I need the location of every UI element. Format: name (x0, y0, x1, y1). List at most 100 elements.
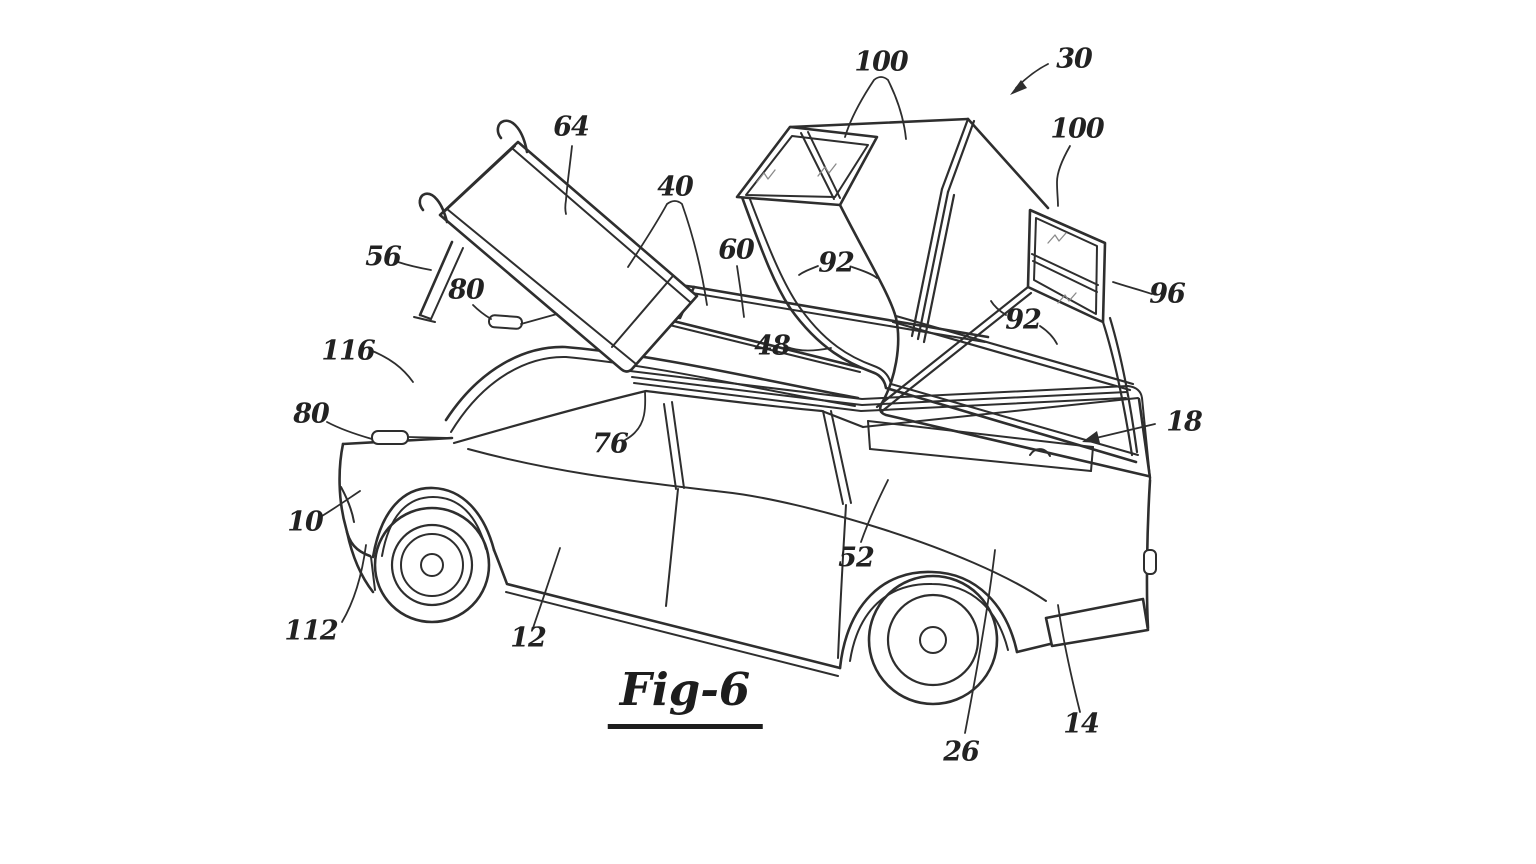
front-lower-valance (345, 530, 375, 594)
front-hub (420, 553, 444, 577)
leader-lines (321, 63, 1156, 734)
belt-line (452, 389, 865, 445)
leader-52 (860, 479, 889, 543)
ref-label-116-hood: 116 (321, 335, 375, 367)
bed-inner-wall-bottom (869, 448, 1092, 472)
ref-label-92-left-pole: 92 (818, 247, 855, 279)
tent-center-fold-3 (922, 193, 956, 344)
support-leg-foot (413, 316, 436, 323)
leader-10 (321, 490, 361, 517)
support-leg (418, 240, 454, 317)
leader-48 (786, 346, 832, 352)
tent-front-pole (740, 195, 1138, 464)
front-fascia (338, 442, 372, 558)
panel-top-rail-inner (512, 148, 691, 303)
ref-label-30-tent-assembly: 30 (1056, 43, 1093, 75)
arrowhead-30 (1010, 80, 1027, 95)
panel-bottom-rail-inner (446, 208, 637, 365)
leader-56 (397, 261, 432, 271)
rear-hub (919, 626, 947, 654)
rear-quarter-latch (1143, 549, 1157, 575)
bed-side-top-edge (862, 397, 1139, 428)
bed-inner-wall-right (1090, 446, 1094, 472)
tent-ridge-right (966, 117, 1050, 210)
panel-hook-top (496, 119, 529, 154)
leader-14 (1057, 604, 1081, 713)
leader-112 (341, 544, 367, 623)
ref-label-96-window-frame: 96 (1149, 278, 1186, 310)
door-crease (467, 448, 1047, 602)
rear-tire (867, 574, 999, 706)
leader-92-left (798, 265, 878, 279)
bed-rail-1 (629, 370, 1151, 479)
tent-center-fold-2 (916, 190, 950, 341)
ref-label-80-upper-latch: 80 (448, 274, 485, 306)
tent-ridge-left (788, 117, 970, 129)
front-rim-inner (400, 533, 464, 597)
front-fender-sensor (371, 430, 409, 445)
ref-label-64-panel: 64 (553, 111, 590, 143)
ref-label-100-front-window: 100 (854, 46, 908, 78)
rear-window-frame-inner (1033, 217, 1098, 315)
leader-12 (532, 547, 561, 629)
cargo-panel (413, 119, 699, 373)
ref-label-112-front-corner: 112 (284, 615, 338, 647)
ref-label-52-bed-side: 52 (838, 542, 875, 574)
rear-window-divider (1031, 253, 1099, 293)
leader-18-arrow (1095, 423, 1156, 439)
platform-bottom-edge-inner (636, 316, 861, 373)
headlight-crease (340, 486, 355, 523)
ref-label-48-rail: 48 (754, 330, 791, 362)
rear-door-seam (837, 504, 847, 659)
figure-caption: Fig-6 (607, 663, 763, 729)
leader-100-rear (1056, 145, 1071, 207)
front-door-seam (665, 488, 679, 607)
rear-rim (886, 593, 980, 687)
ref-label-100-rear-window: 100 (1050, 113, 1104, 145)
support-leg-cap (419, 314, 432, 320)
ref-label-60-platform: 60 (718, 234, 755, 266)
tent-center-fold-1 (910, 187, 944, 338)
tent-cross-pole-a (875, 285, 1033, 414)
tent-front-pole-inner (747, 193, 1139, 456)
bed-rail-2 (631, 376, 1128, 406)
c-pillar (822, 410, 852, 505)
front-window-frame-inner (745, 135, 869, 198)
rocker-line-lower (505, 591, 839, 677)
leader-80-upper (472, 304, 492, 320)
leader-60 (736, 265, 745, 318)
leader-116 (369, 349, 414, 383)
panel-end-cap-line (611, 276, 673, 348)
front-rim-outer (390, 523, 474, 607)
wheels (373, 506, 999, 706)
leader-64 (564, 145, 573, 215)
arrowhead-18 (1082, 431, 1100, 443)
rocker-line (492, 548, 842, 670)
panel-left-edge (443, 145, 516, 213)
tent-mid-pole (838, 203, 1150, 478)
leader-100-front (844, 76, 907, 140)
tent-rear-pole (1101, 316, 1139, 457)
panel-latch (487, 314, 524, 330)
ref-label-56-leg: 56 (365, 241, 402, 273)
leader-76 (624, 390, 647, 441)
ref-label-14-rear-quarter: 14 (1063, 708, 1100, 740)
front-window-mesh-mark-1 (756, 169, 776, 183)
roofline-outer (444, 345, 860, 422)
bed-inner-wall-left (867, 420, 871, 450)
b-pillar (663, 401, 685, 490)
ref-label-92-right-pole: 92 (1005, 304, 1042, 336)
leader-26 (964, 549, 996, 734)
ref-label-76-roof-rail: 76 (592, 428, 629, 460)
front-window-mesh-mark-2 (817, 163, 837, 177)
tent-apex-fold (940, 117, 976, 194)
ref-label-40-frame: 40 (657, 171, 694, 203)
ref-label-12-rocker: 12 (510, 622, 547, 654)
sensor-link-line (407, 436, 453, 439)
front-bumper-corner (370, 556, 376, 591)
roofline-inner (450, 355, 856, 433)
ref-label-80-lower-latch: 80 (293, 398, 330, 430)
rear-wheel-arch (838, 570, 1019, 670)
